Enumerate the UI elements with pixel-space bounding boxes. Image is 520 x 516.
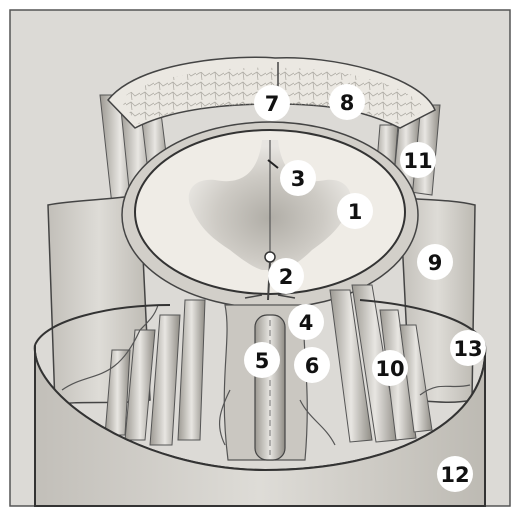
label-number-2: 2 xyxy=(279,265,294,289)
label-number-7: 7 xyxy=(265,92,280,116)
label-number-11: 11 xyxy=(403,149,432,173)
anterior-spinal-artery xyxy=(255,315,285,460)
label-number-10: 10 xyxy=(375,357,404,381)
label-number-9: 9 xyxy=(428,251,443,275)
central-canal xyxy=(265,252,275,262)
label-number-8: 8 xyxy=(340,91,355,115)
label-number-13: 13 xyxy=(453,337,482,361)
label-number-1: 1 xyxy=(348,200,363,224)
label-number-4: 4 xyxy=(299,311,314,335)
label-number-6: 6 xyxy=(305,354,320,378)
label-number-3: 3 xyxy=(291,167,306,191)
label-number-5: 5 xyxy=(255,349,270,373)
label-number-12: 12 xyxy=(440,463,469,487)
